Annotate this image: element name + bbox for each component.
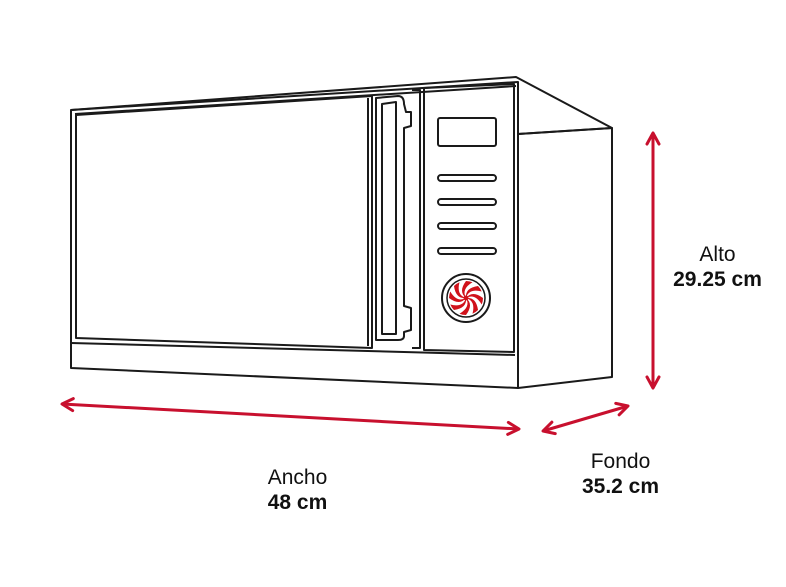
- fondo-value: 35.2 cm: [581, 475, 660, 499]
- fondo-label: Fondo 35.2 cm: [558, 449, 683, 499]
- door-handle[interactable]: [375, 95, 412, 341]
- knob-swirl: [449, 281, 483, 315]
- display-window: [437, 117, 497, 147]
- alto-label: Alto 29.25 cm: [655, 242, 780, 292]
- alto-name: Alto: [699, 243, 736, 266]
- control-knob-icon[interactable]: [441, 273, 491, 323]
- door-panel: [75, 95, 373, 349]
- ancho-value: 48 cm: [267, 491, 328, 515]
- ancho-arrow: [60, 397, 521, 436]
- knob-swirl-segment: [465, 285, 482, 298]
- control-button-2[interactable]: [437, 198, 497, 206]
- microwave-front-face: [70, 81, 519, 389]
- fondo-arrow: [541, 401, 630, 436]
- knob-swirl-segment: [462, 281, 473, 298]
- alto-value: 29.25 cm: [673, 268, 762, 292]
- knob-swirl-segment: [453, 282, 466, 299]
- fondo-name: Fondo: [590, 450, 651, 473]
- knob-swirl-segment: [466, 297, 479, 314]
- microwave-side-panel: [517, 127, 613, 389]
- control-button-4[interactable]: [437, 247, 497, 255]
- microwave-oven-icon: [70, 76, 613, 389]
- control-button-1[interactable]: [437, 174, 497, 182]
- knob-swirl-segment: [449, 291, 466, 302]
- door-handle-inner: [381, 101, 397, 335]
- base-strip: [70, 342, 516, 356]
- knob-swirl-segment: [466, 294, 483, 305]
- ancho-label: Ancho 48 cm: [235, 465, 360, 515]
- handle-recess: [412, 89, 421, 349]
- ancho-name: Ancho: [267, 466, 328, 489]
- knob-swirl-segment: [459, 298, 470, 315]
- control-button-3[interactable]: [437, 222, 497, 230]
- knob-swirl-segment: [450, 298, 467, 311]
- control-panel: [423, 83, 515, 353]
